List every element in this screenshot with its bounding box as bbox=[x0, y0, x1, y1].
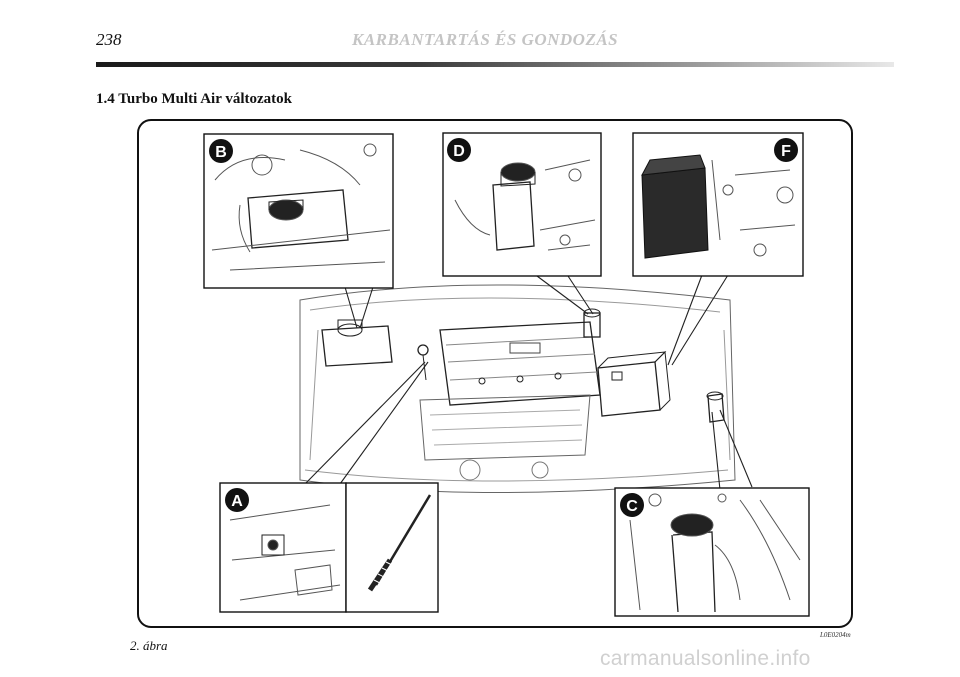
watermark: carmanualsonline.info bbox=[600, 647, 811, 670]
figure-caption: 2. ábra bbox=[130, 638, 168, 653]
badge-b: B bbox=[215, 144, 227, 161]
inset-b-coolant: B bbox=[203, 133, 394, 289]
dipstick-rod bbox=[367, 494, 432, 592]
figure-code: L0E0204m bbox=[820, 631, 851, 639]
inset-c-washer: C bbox=[614, 487, 810, 617]
header-rule bbox=[96, 62, 894, 67]
washer-reservoir-neck bbox=[706, 391, 725, 423]
inset-a-dipstick: A bbox=[219, 482, 439, 613]
badge-d: D bbox=[453, 143, 465, 160]
badge-a: A bbox=[231, 493, 243, 510]
engine-cover bbox=[419, 321, 601, 481]
coolant-reservoir bbox=[321, 319, 393, 367]
section-heading: 1.4 Turbo Multi Air változatok bbox=[96, 91, 292, 107]
page-number: 238 bbox=[96, 30, 122, 49]
leader-lines bbox=[304, 274, 753, 491]
battery bbox=[597, 350, 671, 417]
inset-f-battery: F bbox=[632, 132, 804, 277]
engine-bay-outline bbox=[299, 284, 736, 493]
badge-f: F bbox=[781, 143, 791, 160]
dipstick-handle bbox=[417, 344, 429, 381]
inset-d-oil-filler: D bbox=[442, 132, 602, 277]
badge-c: C bbox=[626, 498, 638, 515]
running-title: KARBANTARTÁS ÉS GONDOZÁS bbox=[352, 30, 619, 49]
